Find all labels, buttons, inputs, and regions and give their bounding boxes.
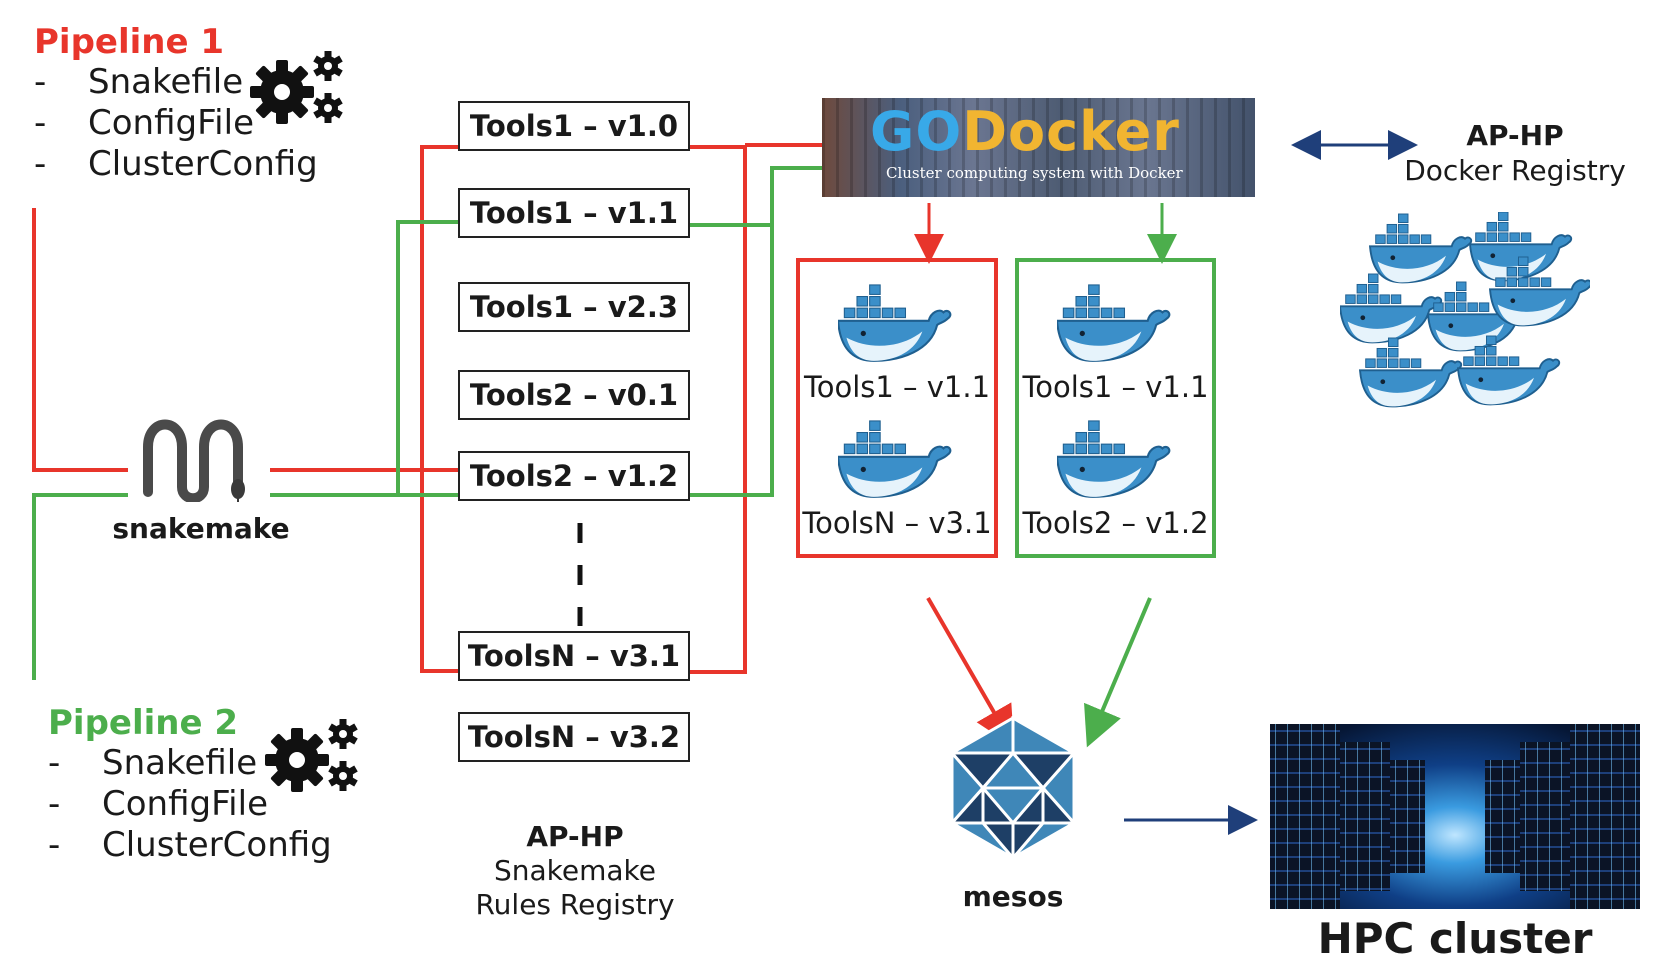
container-label: Tools2 – v1.2 <box>1022 506 1209 540</box>
list-item: -ConfigFile <box>34 103 254 143</box>
pipeline1-title: Pipeline 1 <box>34 22 225 62</box>
godocker-banner: GODocker Cluster computing system with D… <box>822 98 1255 197</box>
pipeline2-title: Pipeline 2 <box>48 703 239 743</box>
snakemake-icon <box>143 419 245 502</box>
snakemake-label: snakemake <box>112 512 290 545</box>
container-label: Tools1 – v1.1 <box>1022 370 1209 404</box>
pipeline2-wire <box>32 166 822 680</box>
mesos-label: mesos <box>962 880 1064 913</box>
mesos-icon <box>948 716 1078 860</box>
tool-box: Tools2 – v0.1 <box>458 370 690 420</box>
pipeline1-wire <box>32 143 822 674</box>
green-container-box: Tools1 – v1.1 Tools2 – v1.2 <box>1015 258 1216 558</box>
tool-box: ToolsN – v3.1 <box>458 631 690 681</box>
list-item: -ConfigFile <box>48 784 268 824</box>
server-room-image <box>1270 724 1640 909</box>
gears-icon <box>250 51 343 124</box>
docker-whale-icon <box>838 284 952 362</box>
gears-icon <box>265 719 358 792</box>
list-item: -Snakefile <box>34 62 244 102</box>
pipeline1-items: -Snakefile -ConfigFile -ClusterConfig <box>34 62 318 185</box>
docker-whale-icon <box>1340 212 1590 408</box>
pipeline1-block: Pipeline 1 -Snakefile -ConfigFile -Clust… <box>34 22 318 185</box>
red-container-box: Tools1 – v1.1 ToolsN – v3.1 <box>796 258 998 558</box>
tool-box: Tools1 – v2.3 <box>458 282 690 332</box>
docker-whale-icon <box>1057 420 1171 498</box>
tool-box: Tools1 – v1.0 <box>458 101 690 151</box>
list-item: -ClusterConfig <box>48 825 332 865</box>
docker-whale-icon <box>1057 284 1171 362</box>
hpc-label: HPC cluster <box>1317 914 1593 963</box>
godocker-logo: GODocker <box>870 100 1180 163</box>
docker-registry-caption: AP-HP Docker Registry <box>1404 119 1626 187</box>
list-item: -ClusterConfig <box>34 144 318 184</box>
tool-box: Tools2 – v1.2 <box>458 451 690 501</box>
container-label: ToolsN – v3.1 <box>802 506 992 540</box>
green-to-mesos-arrow <box>1084 597 1152 748</box>
red-to-mesos-arrow <box>926 596 1015 747</box>
tool-box: Tools1 – v1.1 <box>458 188 690 238</box>
tool-box: ToolsN – v3.2 <box>458 712 690 762</box>
pipeline2-block: Pipeline 2 -Snakefile -ConfigFile -Clust… <box>48 703 332 866</box>
pipeline2-items: -Snakefile -ConfigFile -ClusterConfig <box>48 743 332 866</box>
container-label: Tools1 – v1.1 <box>803 370 991 404</box>
docker-whale-icon <box>838 420 952 498</box>
godocker-tagline: Cluster computing system with Docker <box>886 164 1183 182</box>
list-item: -Snakefile <box>48 743 258 783</box>
rules-registry-caption: AP-HP Snakemake Rules Registry <box>475 820 675 921</box>
